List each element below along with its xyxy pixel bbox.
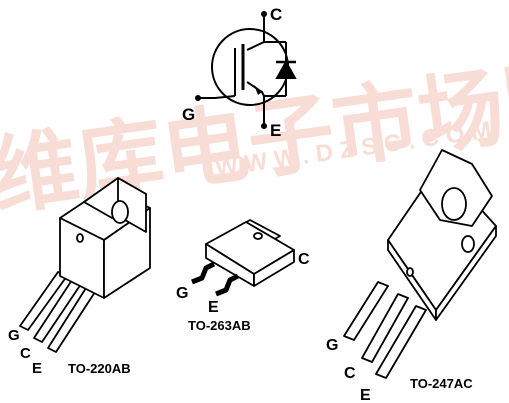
to247-leads: [343, 281, 427, 379]
to263-leads: [191, 261, 240, 297]
gate-lead: [198, 95, 236, 99]
symbol-label-collector: C: [270, 5, 282, 24]
package-to220ab: [19, 177, 151, 353]
to220-pin-g: G: [8, 327, 20, 344]
to263-pin-e: E: [208, 299, 219, 316]
to263-pin-c: C: [298, 251, 310, 268]
igbt-symbol: [198, 14, 297, 126]
to247-package-name: TO-247AC: [410, 376, 473, 391]
to247-pin1-dot: [406, 267, 414, 277]
to247-pin-e: E: [360, 387, 371, 403]
to247-pin-c: C: [344, 365, 356, 382]
collector-path: [246, 38, 265, 51]
to263-pin-g: G: [176, 285, 188, 302]
to220-pin-e: E: [32, 360, 42, 377]
emitter-arrow: [254, 85, 262, 95]
to220-pin-c: C: [20, 345, 31, 362]
to220-package-name: TO-220AB: [68, 361, 131, 376]
package-to263ab: [191, 219, 295, 297]
to247-mount-hole: [441, 187, 467, 221]
to263-package-name: TO-263AB: [188, 318, 251, 333]
symbol-terminal-dots: [195, 11, 267, 129]
to247-body-side: [435, 225, 497, 321]
to247-mark-circle: [461, 235, 475, 253]
to263-pin1-dot: [253, 232, 263, 240]
gate-dot: [195, 95, 201, 101]
emitter-path: [246, 81, 265, 126]
to263-body-side: [253, 249, 295, 287]
symbol-label-emitter: E: [270, 121, 281, 140]
emitter-dot: [261, 123, 267, 129]
diode-triangle: [275, 59, 297, 79]
symbol-label-gate: G: [182, 105, 195, 124]
to220-pin1-dot: [76, 233, 84, 243]
package-to247ac: [343, 149, 497, 379]
to220-mount-hole: [111, 200, 129, 224]
to247-pin-g: G: [326, 337, 338, 354]
collector-dot: [261, 11, 267, 17]
